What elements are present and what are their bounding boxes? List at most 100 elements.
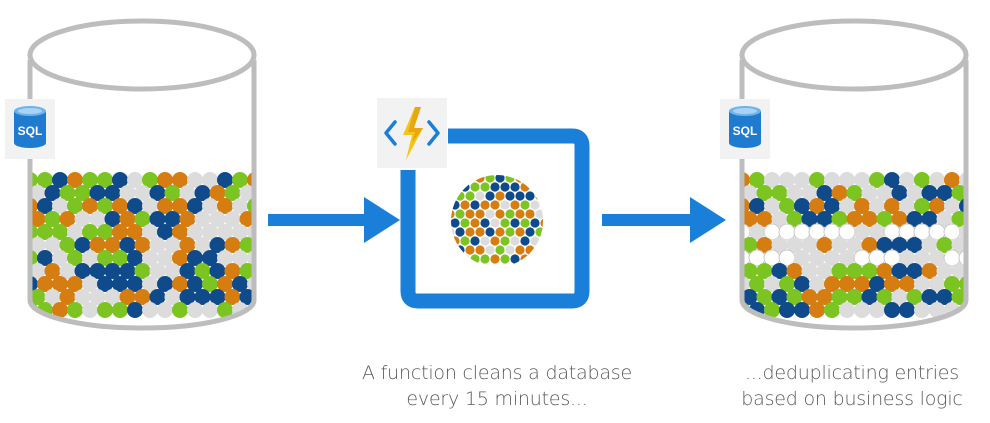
record-dot [52, 224, 68, 240]
record-dot [764, 302, 780, 318]
source-database-records [30, 172, 254, 318]
record-dot [470, 182, 480, 192]
record-dot [52, 198, 68, 214]
record-dot [786, 211, 803, 227]
record-dot [749, 172, 765, 188]
function-caption-line2: every 15 minutes... [406, 388, 588, 410]
record-dot [756, 263, 773, 279]
record-dot [89, 211, 106, 227]
record-dot [82, 198, 98, 214]
record-dot [884, 276, 900, 292]
record-dot [771, 289, 788, 305]
record-dot [451, 254, 460, 264]
record-dot [771, 237, 788, 253]
record-dot [490, 182, 500, 192]
record-dot [104, 237, 121, 253]
record-dot [786, 237, 803, 253]
record-dot [451, 236, 460, 246]
record-dot [831, 211, 848, 227]
record-dot [470, 236, 480, 246]
target-sql-icon-label: SQL [733, 124, 758, 138]
record-dot [52, 172, 68, 188]
record-dot [465, 245, 475, 255]
record-dot [756, 237, 773, 253]
record-dot [861, 237, 878, 253]
record-dot [172, 302, 188, 318]
record-dot [861, 211, 878, 227]
record-dot [179, 185, 196, 201]
record-dot [157, 302, 173, 318]
record-dot [172, 198, 188, 214]
record-dot [801, 263, 818, 279]
record-dot [164, 263, 181, 279]
record-dot [929, 302, 945, 318]
record-dot [749, 198, 765, 214]
record-dot [37, 198, 53, 214]
record-dot [515, 209, 525, 219]
record-dot [455, 191, 465, 201]
record-dot [764, 276, 780, 292]
record-dot [247, 224, 254, 240]
record-dot [824, 198, 840, 214]
record-dot [217, 172, 233, 188]
record-dot [209, 185, 226, 201]
record-dot [846, 289, 863, 305]
dedup-caption-line1: ...deduplicating entries [745, 362, 959, 384]
record-dot [884, 302, 900, 318]
record-dot [52, 276, 68, 292]
record-dot [944, 172, 960, 188]
record-dot [172, 276, 188, 292]
record-dot [187, 250, 203, 266]
source-database-body [27, 60, 257, 331]
record-dot [495, 209, 505, 219]
record-dot [455, 209, 465, 219]
record-dot [959, 224, 966, 240]
record-dot [861, 263, 878, 279]
record-dot [846, 237, 863, 253]
record-dot [67, 224, 83, 240]
record-dot [958, 249, 966, 267]
record-dot [202, 198, 218, 214]
record-dot [876, 185, 893, 201]
record-dot [465, 191, 475, 201]
record-dot [179, 289, 196, 305]
record-dot [959, 198, 966, 214]
record-dot [217, 250, 233, 266]
record-dot [157, 224, 173, 240]
record-dot [779, 172, 795, 188]
record-dot [816, 185, 833, 201]
record-dot [936, 289, 953, 305]
record-dot [490, 218, 500, 228]
record-dot [112, 302, 128, 318]
record-dot [929, 198, 945, 214]
record-dot [224, 185, 241, 201]
record-dot [97, 250, 113, 266]
record-dot [209, 263, 226, 279]
function-app [377, 98, 590, 309]
record-dot [37, 224, 53, 240]
record-dot [485, 191, 495, 201]
record-dot [172, 250, 188, 266]
record-dot [490, 254, 500, 264]
record-dot [30, 185, 46, 201]
record-dot [30, 224, 38, 240]
record-dot [816, 211, 833, 227]
record-dot [854, 302, 870, 318]
record-dot [756, 289, 773, 305]
record-dot [742, 185, 758, 201]
record-dot [756, 211, 773, 227]
record-dot [30, 237, 46, 253]
record-dot [127, 224, 143, 240]
record-dot [224, 237, 241, 253]
record-dot [82, 276, 98, 292]
record-dot [742, 237, 758, 253]
record-dot [37, 276, 53, 292]
record-dot [89, 289, 106, 305]
record-dot [884, 172, 900, 188]
record-dot [465, 227, 475, 237]
record-dot [89, 185, 106, 201]
record-dot [495, 245, 505, 255]
record-dot [530, 182, 540, 192]
record-dot [187, 198, 203, 214]
record-dot [460, 218, 470, 228]
